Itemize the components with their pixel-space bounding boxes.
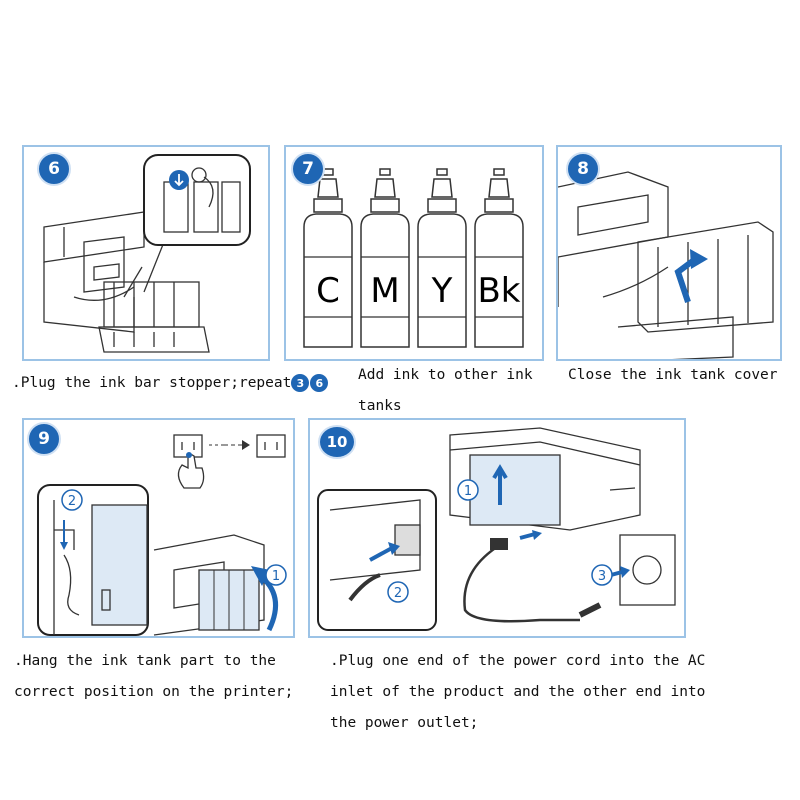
step-8-panel: 8 — [556, 145, 782, 361]
step-7-caption-line-1: Add ink to other ink — [358, 367, 533, 383]
step-8-caption: Close the ink tank cover — [568, 367, 778, 383]
step-7-caption-line-2: tanks — [358, 398, 402, 414]
step-10-caption: .Plug one end of the power cord into the… — [330, 646, 705, 739]
step-9-caption: .Hang the ink tank part to the correct p… — [14, 646, 293, 708]
ink-bottles-illustration: C M Y Bk — [303, 168, 524, 348]
step-7-panel: C M Y Bk 7 — [284, 145, 544, 361]
repeat-from-badge: 3 — [291, 374, 310, 392]
bottle-label-bk: Bk — [477, 271, 520, 311]
callout-1: 1 — [464, 484, 472, 499]
step-8-badge: 8 — [566, 152, 600, 186]
step-6-panel: 6 — [22, 145, 270, 361]
step-6-badge: 6 — [37, 152, 71, 186]
printer-illustration — [43, 154, 251, 353]
step-10-panel: 1 2 3 10 — [308, 418, 686, 638]
hang-ink-tank-illustration: 2 1 — [37, 434, 287, 636]
step-9-caption-line-2: correct position on the printer; — [14, 684, 294, 700]
callout-2: 2 — [68, 494, 76, 509]
power-cord-illustration: 1 2 3 — [317, 427, 676, 631]
step-7-badge: 7 — [291, 152, 325, 186]
repeat-to-badge: 6 — [310, 374, 329, 392]
step-10-caption-line-1: .Plug one end of the power cord into the… — [330, 653, 706, 669]
callout-3: 3 — [598, 569, 606, 584]
step-9-badge: 9 — [27, 422, 61, 456]
bottle-label-c: C — [316, 271, 340, 311]
callout-1: 1 — [272, 569, 280, 584]
callout-2: 2 — [394, 586, 402, 601]
step-10-caption-line-2: inlet of the product and the other end i… — [330, 684, 706, 700]
step-10-badge: 10 — [318, 425, 356, 459]
bottle-label-y: Y — [431, 271, 453, 311]
step-10-caption-line-3: the power outlet; — [330, 715, 479, 731]
printer-tank-cover-illustration — [558, 171, 774, 359]
bottle-label-m: M — [370, 271, 399, 311]
step-9-caption-line-1: .Hang the ink tank part to the — [14, 653, 276, 669]
step-7-caption: Add ink to other ink tanks — [358, 360, 533, 422]
step-9-panel: 2 1 9 — [22, 418, 295, 638]
step-6-text: .Plug the ink bar stopper;repeat — [12, 375, 292, 391]
